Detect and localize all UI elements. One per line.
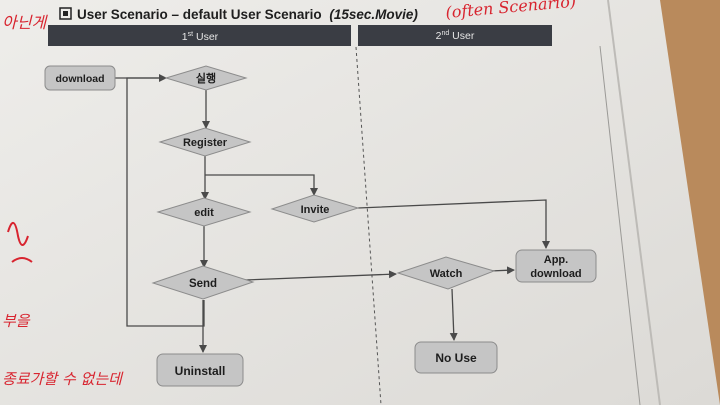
node-download-box: [44, 65, 116, 91]
lane-label-second-user: 2nd User: [436, 30, 475, 42]
title-italic: (15sec.Movie): [329, 7, 418, 22]
node-download: download: [44, 65, 116, 91]
edge-loop-back-to-run: [126, 77, 205, 327]
node-edit: edit: [156, 197, 252, 227]
node-uninstall: Uninstall: [156, 353, 244, 387]
connectors: [115, 74, 550, 353]
node-watch-diamond: [396, 256, 496, 290]
node-app-download: App. download: [515, 249, 597, 283]
title-bullet-icon: [59, 7, 72, 20]
node-uninstall-label: Uninstall: [175, 364, 226, 378]
node-invite: Invite: [270, 194, 360, 223]
title-main: User Scenario – default User Scenario: [77, 7, 322, 22]
node-no-use: No Use: [414, 341, 498, 374]
node-run: 실행: [164, 65, 248, 91]
node-app-download-label-line2: download: [530, 268, 581, 280]
title-bullet-inner: [63, 11, 68, 16]
node-app-download-box: [515, 249, 597, 283]
node-watch: Watch: [396, 256, 496, 290]
node-invite-diamond: [270, 194, 360, 223]
node-send-label: Send: [189, 278, 217, 290]
node-edit-diamond: [156, 197, 252, 227]
edge-register-to-invite: [205, 174, 318, 196]
margin-scribble-mark-1: [7, 222, 33, 263]
node-uninstall-box: [156, 353, 244, 387]
node-run-label: 실행: [196, 71, 216, 85]
title-text: User Scenario – default User Scenario (1…: [77, 7, 418, 22]
margin-scribble-mid: 부을: [2, 312, 31, 330]
node-send: Send: [151, 265, 255, 300]
lane-header-first-user: [48, 25, 351, 46]
lane-header-second-user: [358, 25, 552, 46]
node-register-diamond: [158, 127, 252, 157]
margin-scribble-bottom: 종료가할 수 없는데: [2, 370, 124, 388]
diagram-title: User Scenario – default User Scenario (1…: [59, 0, 577, 22]
lane-label-first-user: 1st User: [182, 31, 219, 43]
paper-page-edge: [607, 0, 661, 405]
node-register: Register: [158, 127, 252, 157]
node-app-download-label-line1: App.: [544, 254, 568, 266]
node-watch-label: Watch: [430, 268, 463, 280]
node-send-diamond: [151, 265, 255, 300]
node-invite-label: Invite: [301, 204, 330, 216]
edge-send-to-watch: [244, 270, 397, 281]
diagram-right-border: [599, 45, 641, 405]
node-register-label: Register: [183, 137, 228, 149]
node-run-diamond: [164, 65, 248, 91]
edge-watch-to-no-use: [449, 288, 458, 341]
node-edit-label: edit: [194, 207, 214, 219]
node-no-use-label: No Use: [435, 351, 477, 365]
node-download-label: download: [56, 73, 105, 85]
node-no-use-box: [414, 341, 498, 374]
edge-invite-to-app-download: [357, 199, 550, 249]
